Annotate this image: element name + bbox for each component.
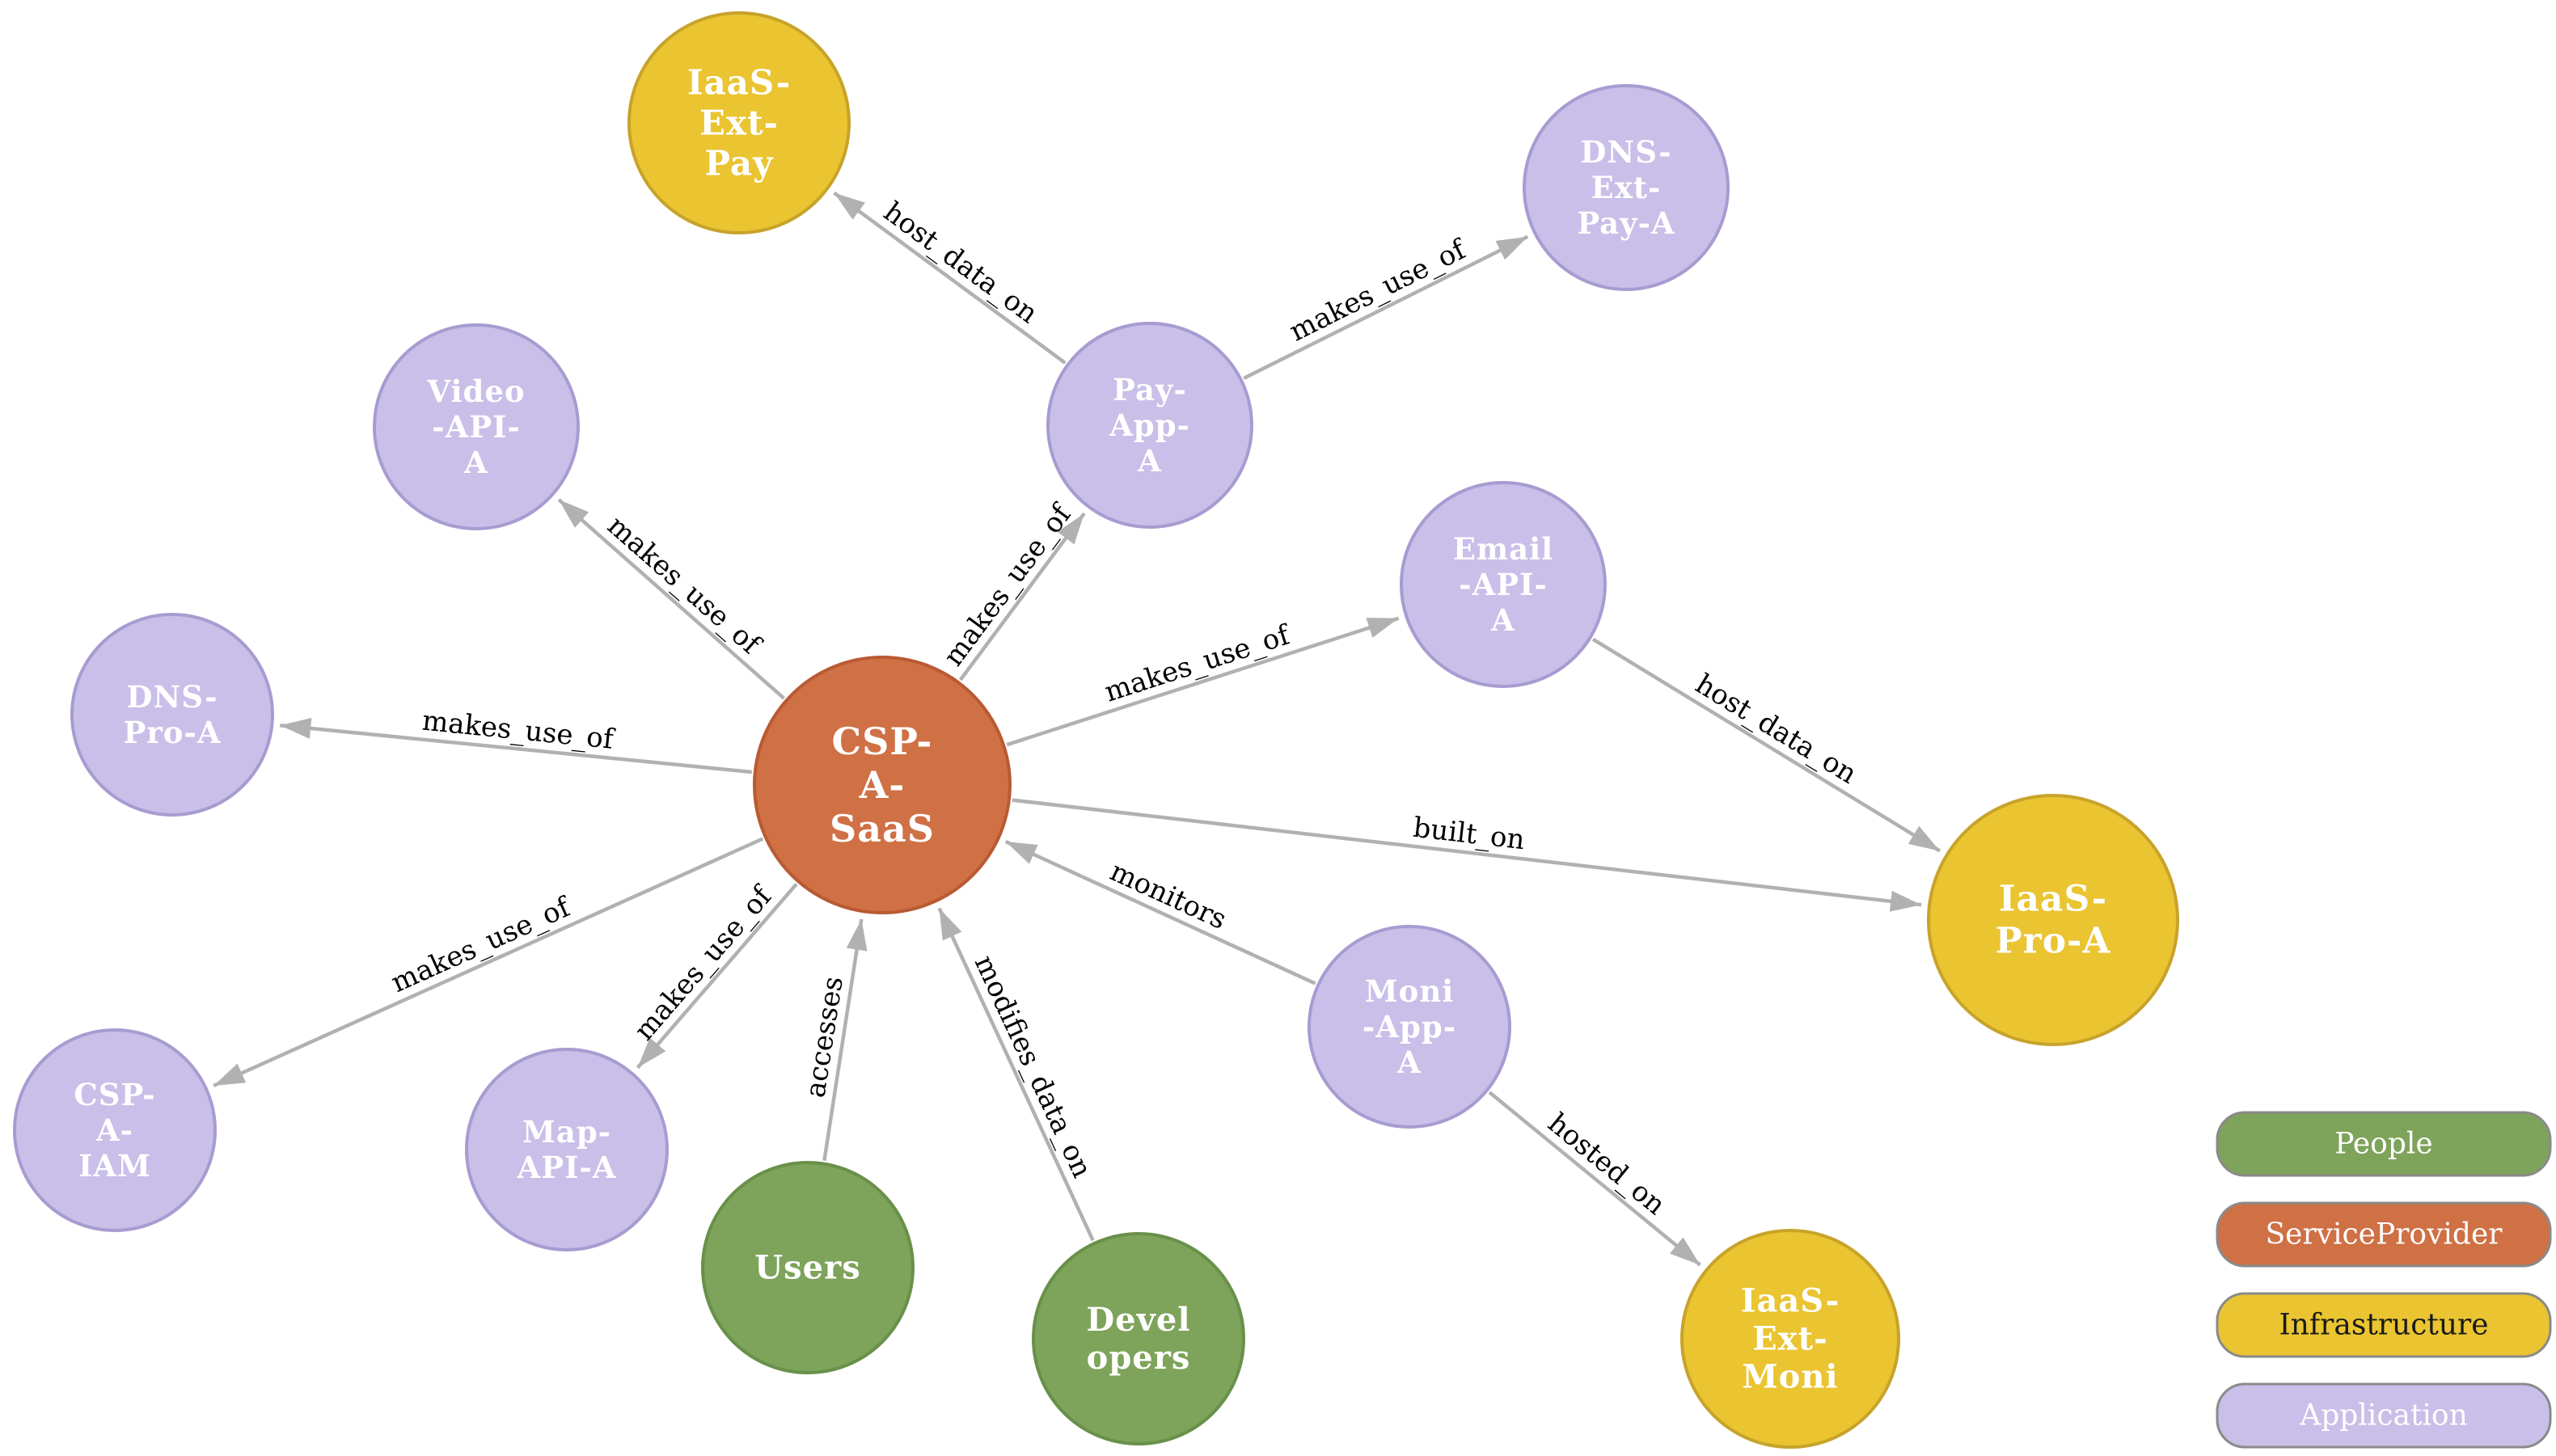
node-circle-moni-app-a[interactable]	[1308, 925, 1511, 1129]
node-video-api-a[interactable]: Video-API-A	[373, 323, 580, 530]
legend-swatch-infrastructure	[2216, 1292, 2552, 1358]
edge-line	[1012, 798, 1922, 912]
legend-item-infrastructure: Infrastructure	[2216, 1292, 2552, 1358]
node-dns-pro-a[interactable]: DNS-Pro-A	[70, 613, 274, 817]
legend-swatch-application	[2216, 1382, 2552, 1449]
edge-csp-a-saas--video-api-a: makes_use_of	[557, 498, 785, 700]
edge-line	[937, 907, 1095, 1242]
edge-label: hosted_on	[1542, 1107, 1672, 1222]
legend-label: Infrastructure	[2279, 1309, 2488, 1342]
edge-csp-a-saas--email-api-a: makes_use_of	[1006, 616, 1400, 747]
legend-item-serviceprovider: ServiceProvider	[2216, 1201, 2552, 1268]
edge-line	[1006, 616, 1400, 747]
node-csp-a-saas[interactable]: CSP-A-SaaS	[753, 656, 1012, 914]
edge-csp-a-saas--pay-app-a: makes_use_of	[937, 497, 1086, 682]
legend-label: People	[2334, 1128, 2432, 1161]
edge-line	[822, 918, 868, 1161]
node-circle-developers[interactable]	[1032, 1232, 1245, 1445]
edge-users--csp-a-saas: accesses	[799, 918, 868, 1161]
edge-label: makes_use_of	[937, 497, 1079, 672]
edge-csp-a-saas--map-api-a: makes_use_of	[628, 879, 798, 1070]
node-circle-iaas-pro-a[interactable]	[1927, 794, 2179, 1046]
edge-developers--csp-a-saas: modifies_data_on	[937, 907, 1098, 1242]
edge-line	[833, 191, 1067, 365]
edge-label: host_data_on	[1690, 668, 1863, 791]
edge-label: makes_use_of	[601, 509, 767, 661]
node-email-api-a[interactable]: Email-API-A	[1400, 481, 1607, 688]
edge-pay-app-a--iaas-ext-pay: host_data_on	[833, 191, 1067, 365]
node-circle-email-api-a[interactable]	[1400, 481, 1607, 688]
edge-label: makes_use_of	[628, 879, 779, 1046]
edge-line	[1488, 1091, 1702, 1267]
legend-swatch-people	[2216, 1111, 2552, 1177]
edge-label: host_data_on	[877, 196, 1044, 330]
node-circle-map-api-a[interactable]	[465, 1048, 669, 1251]
edge-label: modifies_data_on	[968, 951, 1098, 1183]
node-iaas-ext-moni[interactable]: IaaS-Ext-Moni	[1680, 1229, 1900, 1449]
node-circle-dns-pro-a[interactable]	[70, 613, 274, 817]
node-csp-a-iam[interactable]: CSP-A-IAM	[13, 1028, 217, 1232]
node-moni-app-a[interactable]: Moni-App-A	[1308, 925, 1511, 1129]
legend-item-application: Application	[2216, 1382, 2552, 1449]
legend-item-people: People	[2216, 1111, 2552, 1177]
node-circle-users[interactable]	[701, 1161, 915, 1374]
node-circle-iaas-ext-moni[interactable]	[1680, 1229, 1900, 1449]
node-circle-iaas-ext-pay[interactable]	[627, 11, 851, 234]
edge-line	[1004, 839, 1316, 985]
edge-pay-app-a--dns-ext-pay-a: makes_use_of	[1243, 233, 1529, 380]
node-iaas-ext-pay[interactable]: IaaS-Ext-Pay	[627, 11, 851, 234]
edge-line	[213, 837, 764, 1088]
node-circle-pay-app-a[interactable]	[1046, 322, 1253, 529]
node-dns-ext-pay-a[interactable]: DNS-Ext-Pay-A	[1523, 84, 1730, 291]
node-iaas-pro-a[interactable]: IaaS-Pro-A	[1927, 794, 2179, 1046]
edge-csp-a-saas--csp-a-iam: makes_use_of	[213, 837, 764, 1088]
node-users[interactable]: Users	[701, 1161, 915, 1374]
node-map-api-a[interactable]: Map-API-A	[465, 1048, 669, 1251]
node-circle-dns-ext-pay-a[interactable]	[1523, 84, 1730, 291]
edge-line	[636, 883, 798, 1070]
edge-moni-app-a--csp-a-saas: monitors	[1004, 839, 1316, 985]
node-circle-csp-a-saas[interactable]	[753, 656, 1012, 914]
node-pay-app-a[interactable]: Pay-App-A	[1046, 322, 1253, 529]
edge-label: makes_use_of	[1284, 233, 1472, 348]
legend-swatch-serviceprovider	[2216, 1201, 2552, 1268]
legend-label: ServiceProvider	[2265, 1218, 2503, 1251]
edge-line	[958, 512, 1086, 682]
node-circle-csp-a-iam[interactable]	[13, 1028, 217, 1232]
edge-csp-a-saas--dns-pro-a: makes_use_of	[280, 705, 753, 774]
node-circle-video-api-a[interactable]	[373, 323, 580, 530]
edge-label: makes_use_of	[387, 890, 577, 999]
edge-line	[1591, 637, 1941, 853]
edge-email-api-a--iaas-pro-a: host_data_on	[1591, 637, 1941, 853]
edge-line	[1243, 234, 1529, 380]
edge-line	[280, 718, 753, 774]
legend-label: Application	[2299, 1399, 2468, 1433]
edge-line	[557, 498, 785, 700]
edge-moni-app-a--iaas-ext-moni: hosted_on	[1488, 1091, 1702, 1267]
legend: PeopleServiceProviderInfrastructureAppli…	[2216, 1111, 2552, 1449]
edge-label: makes_use_of	[1101, 618, 1295, 709]
